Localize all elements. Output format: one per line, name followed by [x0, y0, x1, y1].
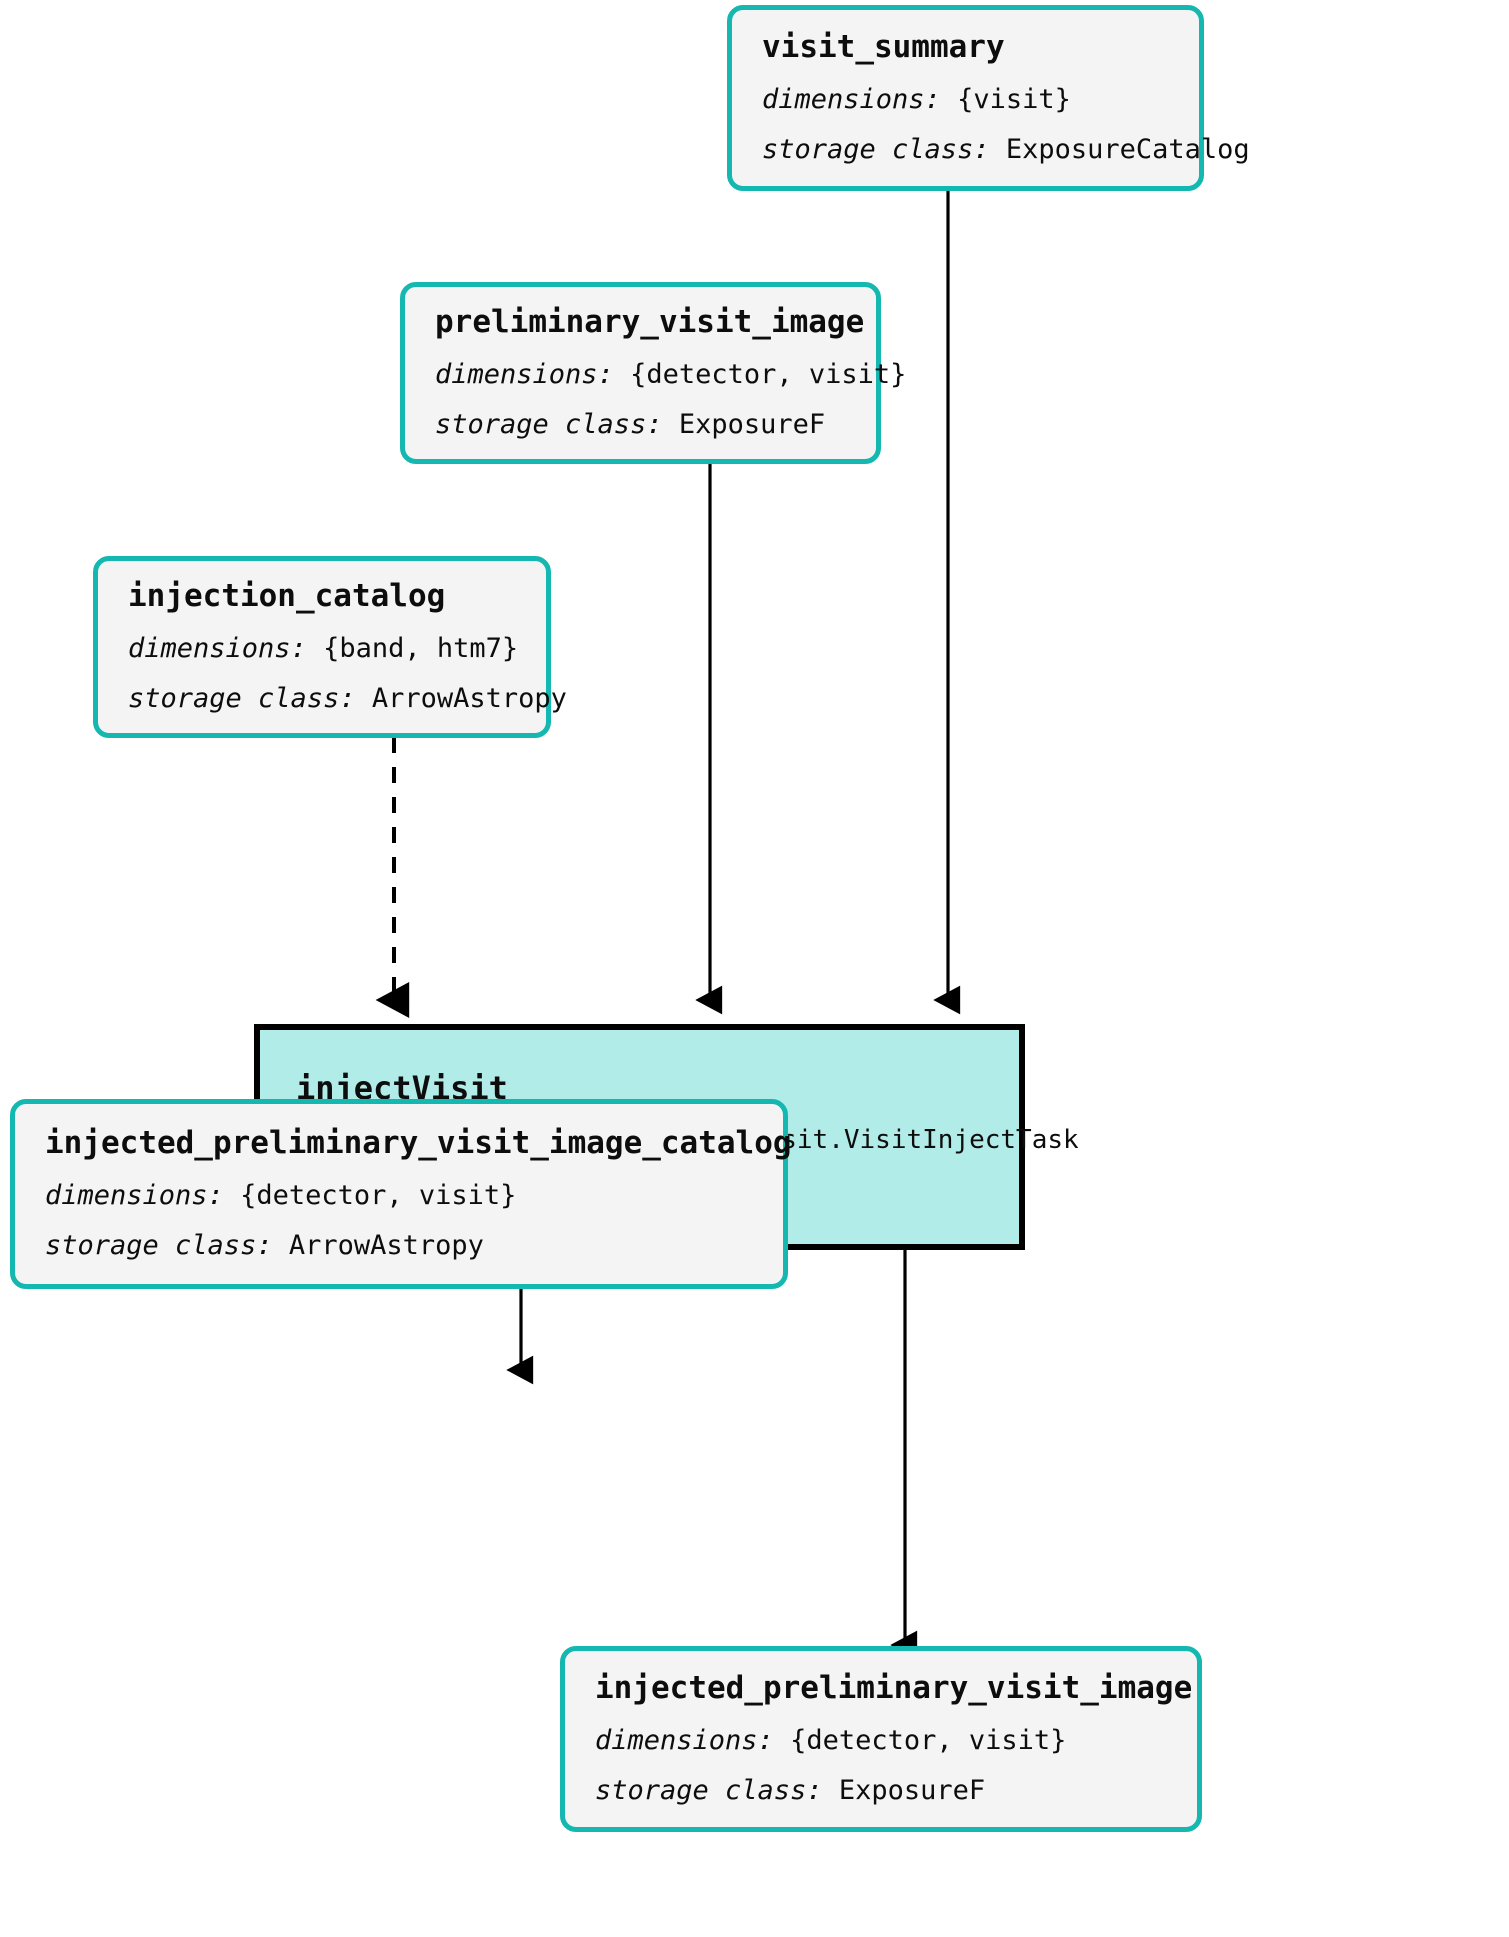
dimensions-label: dimensions: [435, 359, 631, 391]
storage-class-label: storage class: [128, 683, 372, 715]
dimensions-value: {detector, visit} [240, 1180, 517, 1212]
dimensions-label: dimensions: [595, 1725, 791, 1757]
dimensions-value: {band, htm7} [323, 633, 519, 665]
dimensions-label: dimensions: [45, 1180, 241, 1212]
node-storage-class-row: storage class: ExposureCatalog [762, 131, 1250, 169]
node-title: preliminary_visit_image [435, 304, 865, 341]
node-storage-class-row: storage class: ExposureF [435, 406, 846, 444]
storage-class-label: storage class: [45, 1230, 289, 1262]
storage-class-label: storage class: [595, 1775, 839, 1807]
node-storage-class-row: storage class: ArrowAstropy [45, 1227, 753, 1265]
dimensions-value: {visit} [957, 84, 1071, 116]
storage-class-label: storage class: [435, 409, 679, 441]
storage-class-value: ExposureF [678, 409, 826, 441]
dimensions-label: dimensions: [762, 84, 958, 116]
dimensions-value: {detector, visit} [790, 1725, 1067, 1757]
node-dimensions-row: dimensions: {band, htm7} [128, 630, 519, 668]
node-injection-catalog[interactable]: injection_catalog dimensions: {band, htm… [93, 556, 567, 738]
node-dimensions-row: dimensions: {detector, visit} [595, 1722, 1167, 1760]
storage-class-value: ExposureF [838, 1775, 986, 1807]
node-dimensions-row: dimensions: {detector, visit} [435, 356, 906, 394]
node-dimensions-row: dimensions: {visit} [762, 81, 1169, 119]
storage-class-value: ArrowAstropy [371, 683, 567, 715]
node-visit-summary[interactable]: visit_summary dimensions: {visit} storag… [727, 5, 1250, 191]
node-title: injection_catalog [128, 578, 446, 615]
storage-class-value: ExposureCatalog [1005, 134, 1250, 166]
node-storage-class-row: storage class: ArrowAstropy [128, 680, 567, 718]
node-storage-class-row: storage class: ExposureF [595, 1772, 1167, 1810]
node-injected-preliminary-visit-image-catalog[interactable]: injected_preliminary_visit_image_catalog… [10, 1099, 792, 1289]
node-dimensions-row: dimensions: {detector, visit} [45, 1177, 753, 1215]
dimensions-label: dimensions: [128, 633, 324, 665]
storage-class-value: ArrowAstropy [288, 1230, 484, 1262]
node-title: injected_preliminary_visit_image [595, 1670, 1193, 1707]
dimensions-value: {detector, visit} [630, 359, 907, 391]
node-title: injected_preliminary_visit_image_catalog [45, 1125, 792, 1162]
node-injected-preliminary-visit-image[interactable]: injected_preliminary_visit_image dimensi… [560, 1646, 1202, 1832]
node-preliminary-visit-image[interactable]: preliminary_visit_image dimensions: {det… [400, 282, 906, 464]
storage-class-label: storage class: [762, 134, 1006, 166]
node-title: visit_summary [762, 29, 1005, 66]
